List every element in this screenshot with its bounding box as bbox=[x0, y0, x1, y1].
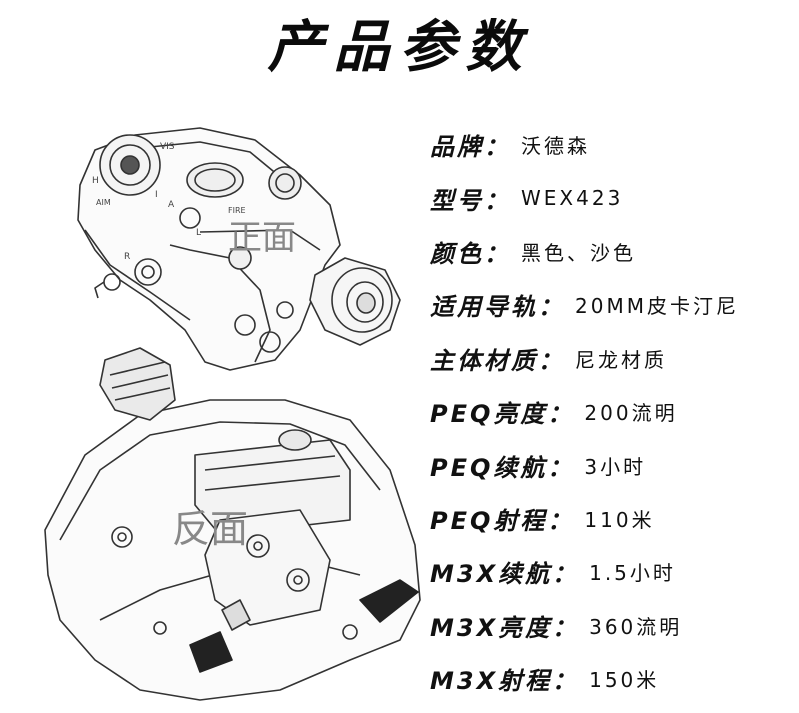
product-drawing bbox=[44, 127, 421, 701]
spec-label: M3X亮度： bbox=[430, 613, 580, 642]
spec-row-material: 主体材质： 尼龙材质 bbox=[430, 332, 790, 385]
spec-label: M3X射程： bbox=[430, 667, 580, 696]
marking-h: H bbox=[92, 176, 99, 186]
spec-value: WEX423 bbox=[521, 186, 624, 211]
spec-label: 颜色： bbox=[430, 239, 511, 268]
spec-value: 3小时 bbox=[584, 454, 647, 479]
spec-value: 360流明 bbox=[589, 614, 683, 639]
spec-row-peq-range: PEQ射程： 110米 bbox=[430, 492, 790, 545]
spec-row-m3x-runtime: M3X续航： 1.5小时 bbox=[430, 545, 790, 598]
spec-value: 1.5小时 bbox=[589, 561, 676, 586]
spec-value: 黑色、沙色 bbox=[521, 240, 636, 265]
spec-value: 200流明 bbox=[584, 401, 678, 426]
marking-r: R bbox=[124, 252, 131, 262]
spec-label: 主体材质： bbox=[430, 346, 565, 375]
marking-fire: FIRE bbox=[228, 206, 246, 215]
page-title: 产品参数 bbox=[267, 15, 532, 80]
marking-i: I bbox=[155, 190, 158, 200]
marking-a: A bbox=[168, 200, 175, 210]
spec-label: 适用导轨： bbox=[430, 293, 565, 322]
spec-label: M3X续航： bbox=[430, 560, 580, 589]
marking-l: L bbox=[196, 228, 202, 238]
spec-row-model: 型号： WEX423 bbox=[430, 171, 790, 224]
spec-row-rail: 适用导轨： 20MM皮卡汀尼 bbox=[430, 278, 790, 331]
spec-label: PEQ续航： bbox=[430, 453, 575, 482]
spec-row-brand: 品牌： 沃德森 bbox=[430, 118, 790, 171]
front-view-label: 正面 bbox=[228, 218, 296, 258]
spec-value: 沃德森 bbox=[521, 134, 590, 159]
spec-row-peq-runtime: PEQ续航： 3小时 bbox=[430, 438, 790, 491]
marking-vis: VIS bbox=[160, 142, 175, 152]
spec-row-m3x-range: M3X射程： 150米 bbox=[430, 652, 790, 705]
marking-aim: AIM bbox=[96, 198, 111, 207]
spec-value: 110米 bbox=[584, 507, 655, 532]
spec-label: 型号： bbox=[430, 186, 511, 215]
spec-row-m3x-brightness: M3X亮度： 360流明 bbox=[430, 599, 790, 652]
spec-row-peq-brightness: PEQ亮度： 200流明 bbox=[430, 385, 790, 438]
spec-label: 品牌： bbox=[430, 133, 511, 162]
spec-value: 尼龙材质 bbox=[575, 347, 667, 372]
back-view-label: 反面 bbox=[172, 507, 249, 551]
spec-value: 150米 bbox=[589, 668, 660, 693]
spec-list: 品牌： 沃德森 型号： WEX423 颜色： 黑色、沙色 适用导轨： 20MM皮… bbox=[430, 118, 790, 705]
spec-row-color: 颜色： 黑色、沙色 bbox=[430, 225, 790, 278]
spec-label: PEQ射程： bbox=[430, 506, 575, 535]
spec-label: PEQ亮度： bbox=[430, 400, 575, 429]
spec-value: 20MM皮卡汀尼 bbox=[575, 294, 739, 319]
